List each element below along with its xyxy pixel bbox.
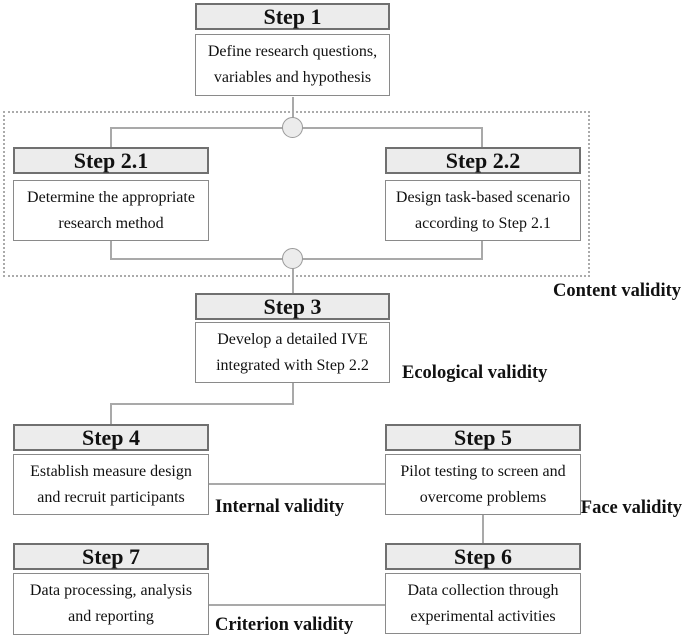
junction-circle-top (282, 117, 303, 138)
step-5-body: Pilot testing to screen and overcome pro… (385, 454, 581, 515)
junction-circle-bottom (282, 248, 303, 269)
internal-validity-label: Internal validity (215, 497, 344, 517)
connector-junction-bottom-left (110, 258, 284, 260)
content-validity-label: Content validity (553, 281, 681, 301)
step-1-header: Step 1 (195, 3, 390, 30)
connector-junction-top-left (110, 127, 284, 129)
connector-junction-bottom-right (302, 258, 482, 260)
step-4-body: Establish measure design and recruit par… (13, 454, 209, 515)
connector-step22-down (481, 241, 483, 260)
ecological-validity-label: Ecological validity (402, 363, 548, 383)
connector-step5-to-step6 (482, 515, 484, 543)
content-validity-frame (3, 111, 590, 277)
face-validity-label: Face validity (580, 498, 682, 518)
step-2-1-header: Step 2.1 (13, 147, 209, 174)
criterion-validity-label: Criterion validity (215, 615, 354, 635)
step-6-header: Step 6 (385, 543, 581, 570)
connector-step3-elbow (110, 403, 294, 405)
step-3-body: Develop a detailed IVE integrated with S… (195, 322, 390, 383)
step-7-header: Step 7 (13, 543, 209, 570)
connector-junction-bottom-to-step3 (292, 268, 294, 293)
step-4-header: Step 4 (13, 424, 209, 451)
connector-step3-down (292, 383, 294, 404)
step-1-body: Define research questions, variables and… (195, 34, 390, 96)
connector-step4-to-step5 (209, 483, 385, 485)
connector-step1-to-junction-top (292, 97, 294, 119)
connector-down-to-step22 (481, 127, 483, 147)
step-7-body: Data processing, analysis and reporting (13, 573, 209, 635)
step-5-header: Step 5 (385, 424, 581, 451)
step-2-2-body: Design task-based scenario according to … (385, 180, 581, 241)
connector-step21-down (110, 241, 112, 260)
step-2-1-body: Determine the appropriate research metho… (13, 180, 209, 241)
step-3-header: Step 3 (195, 293, 390, 320)
connector-down-to-step4 (110, 403, 112, 424)
step-2-2-header: Step 2.2 (385, 147, 581, 174)
connector-down-to-step21 (110, 127, 112, 147)
step-6-body: Data collection through experimental act… (385, 573, 581, 634)
connector-step6-to-step7 (209, 604, 385, 606)
connector-junction-top-right (302, 127, 482, 129)
